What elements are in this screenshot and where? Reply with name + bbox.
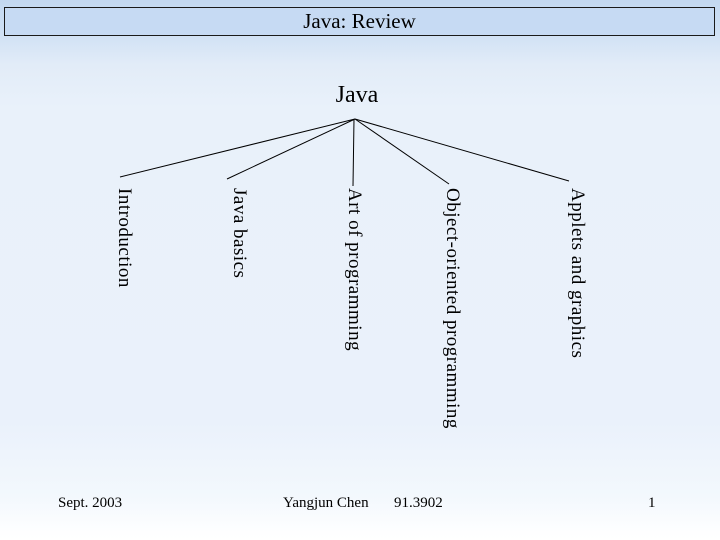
footer-course-number: 91.3902 — [394, 495, 443, 511]
tree-node-introduction: Introduction — [114, 188, 135, 288]
footer-date: Sept. 2003 — [58, 495, 123, 511]
connector-line-art-of-programming — [352, 118, 355, 187]
footer-author: Yangjun Chen — [283, 495, 369, 511]
connector-line-introduction — [119, 118, 356, 178]
connector-line-applets-graphics — [354, 118, 570, 182]
title-banner: Java: Review — [4, 7, 715, 36]
tree-node-applets-and-graphics: Applets and graphics — [567, 188, 588, 359]
connector-line-object-oriented — [354, 118, 450, 185]
connector-line-java-basics — [226, 118, 356, 180]
tree-node-art-of-programming: Art of programming — [344, 188, 365, 352]
slide-title: Java: Review — [303, 9, 416, 33]
tree-node-object-oriented-programming: Object-oriented programming — [442, 188, 463, 429]
footer-page-number: 1 — [648, 495, 656, 511]
tree-root-label: Java — [335, 82, 379, 108]
tree-node-java-basics: Java basics — [229, 188, 250, 279]
